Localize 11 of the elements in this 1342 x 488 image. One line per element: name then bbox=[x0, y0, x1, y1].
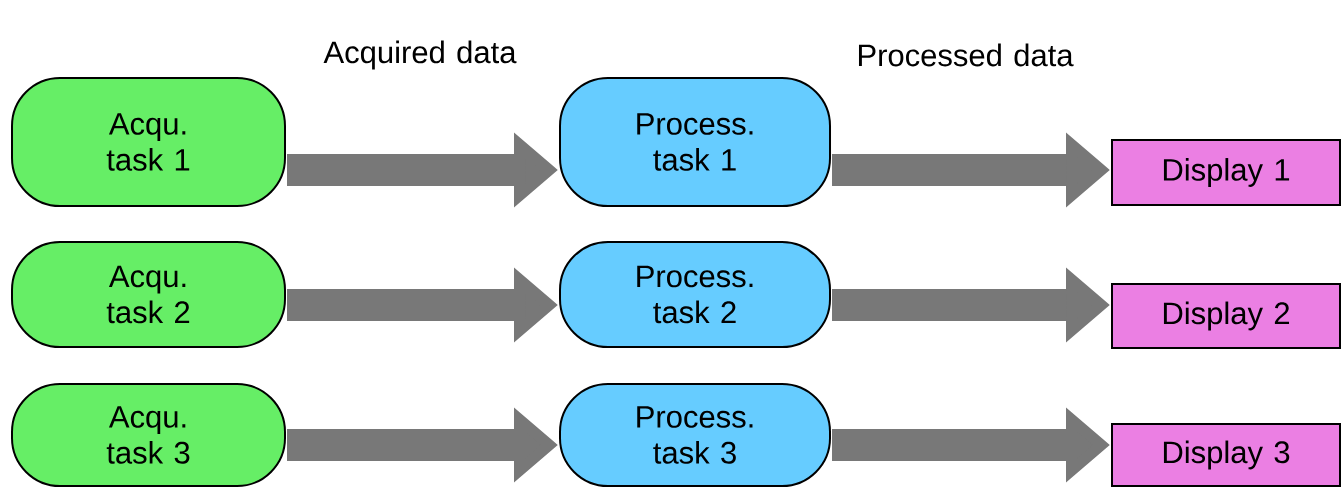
display-box: Display 2 bbox=[1111, 283, 1341, 349]
task-pill: Process. task 1 bbox=[559, 77, 831, 207]
column-label: Acquired data bbox=[323, 40, 517, 70]
task-pill: Acqu. task 3 bbox=[11, 383, 286, 487]
task-pill: Acqu. task 1 bbox=[11, 77, 286, 207]
task-pill: Process. task 2 bbox=[559, 241, 831, 348]
column-label: Processed data bbox=[859, 43, 1074, 67]
task-pill: Acqu. task 2 bbox=[11, 241, 286, 348]
display-box: Display 1 bbox=[1111, 139, 1341, 206]
display-box: Display 3 bbox=[1111, 423, 1341, 487]
task-pill: Process. task 3 bbox=[559, 383, 831, 487]
